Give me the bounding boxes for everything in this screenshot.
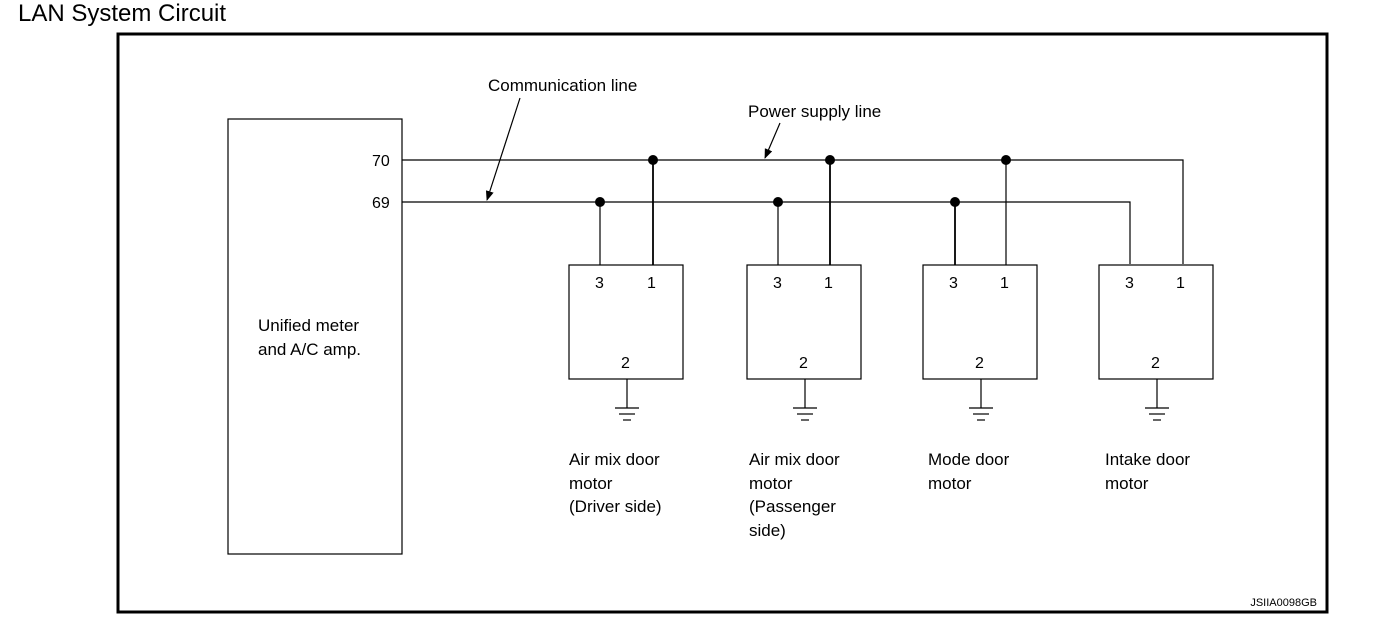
amp-label-line1: Unified meter — [258, 316, 359, 335]
motor-label-line: motor — [749, 474, 793, 493]
motor-mode-door: 3 1 2 Mode door motor — [922, 155, 1038, 493]
pin-1: 1 — [1000, 275, 1009, 292]
communication-line-arrow — [485, 97, 521, 201]
motor-label-line: Intake door — [1105, 450, 1190, 469]
pin-3: 3 — [1125, 275, 1134, 292]
pin-3: 3 — [949, 275, 958, 292]
pin-1: 1 — [1176, 275, 1185, 292]
terminal-69-label: 69 — [372, 195, 390, 212]
pin-1: 1 — [824, 275, 833, 292]
motor-box — [1098, 264, 1214, 380]
motor-box — [568, 264, 684, 380]
motor-label-line: (Passenger — [749, 497, 836, 516]
amp-box — [227, 118, 403, 555]
motor-label-line: Mode door — [928, 450, 1010, 469]
motor-label-line: (Driver side) — [569, 497, 662, 516]
pin-2: 2 — [1151, 355, 1160, 372]
ground-icon — [1145, 379, 1169, 421]
motor-label-line: motor — [928, 474, 972, 493]
pin-2: 2 — [799, 355, 808, 372]
ground-icon — [969, 379, 993, 421]
pin-3: 3 — [595, 275, 604, 292]
diagram-frame — [116, 32, 1329, 614]
page-title: LAN System Circuit — [18, 0, 227, 27]
motor-box — [922, 264, 1038, 380]
figure-code: JSIIA0098GB — [1250, 597, 1317, 609]
pin-1: 1 — [647, 275, 656, 292]
ground-icon — [615, 379, 639, 421]
motor-intake-door: 3 1 2 Intake door motor — [1098, 264, 1214, 493]
communication-line — [402, 201, 1131, 264]
amp-label-line2: and A/C amp. — [258, 340, 361, 359]
motor-air-mix-driver: 3 1 2 Air mix door motor (Driver side) — [568, 155, 684, 516]
motor-label-line: Air mix door — [749, 450, 840, 469]
motor-air-mix-passenger: 3 1 2 Air mix door motor (Passenger side… — [746, 155, 862, 540]
motor-label-line: Air mix door — [569, 450, 660, 469]
motor-label-line: side) — [749, 521, 786, 540]
power-supply-line — [402, 159, 1184, 264]
motor-label-line: motor — [1105, 474, 1149, 493]
motor-box — [746, 264, 862, 380]
terminal-70-label: 70 — [372, 153, 390, 170]
pin-2: 2 — [975, 355, 984, 372]
power-supply-line-label: Power supply line — [748, 102, 881, 121]
pin-2: 2 — [621, 355, 630, 372]
communication-line-label: Communication line — [488, 76, 637, 95]
motor-label-line: motor — [569, 474, 613, 493]
power-supply-line-arrow — [764, 122, 781, 159]
pin-3: 3 — [773, 275, 782, 292]
ground-icon — [793, 379, 817, 421]
